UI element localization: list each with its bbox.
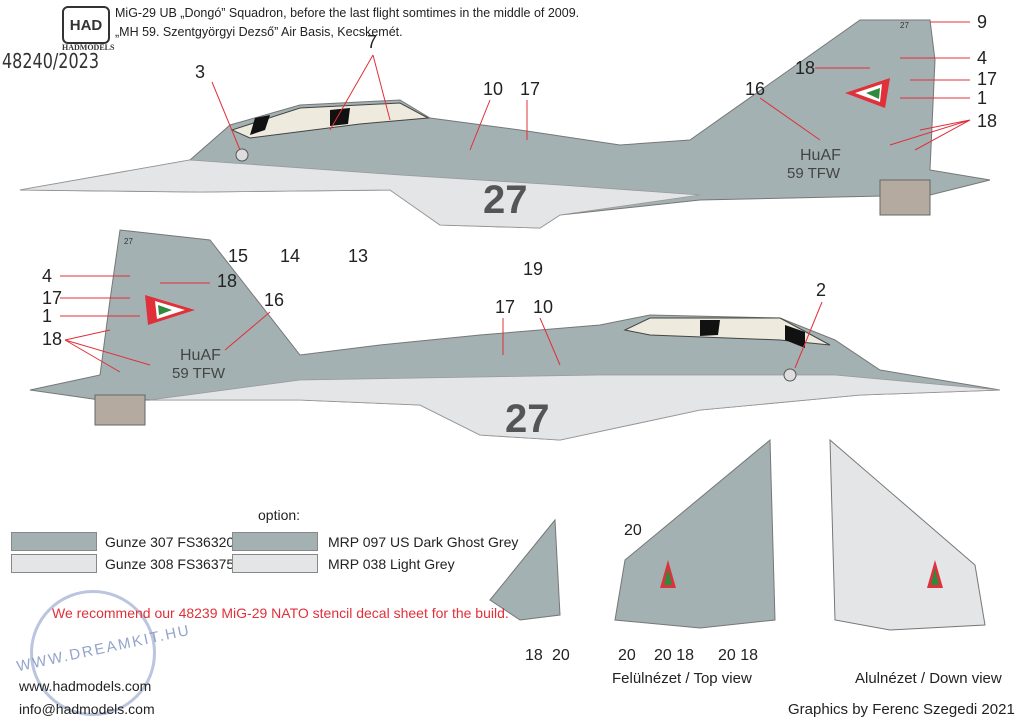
top-view-callout-20-18b: 20 18 [718, 647, 758, 664]
top-view-caption: Felülnézet / Top view [612, 670, 752, 687]
paint-mrp-097: MRP 097 US Dark Ghost Grey [328, 534, 519, 550]
top-unit-line-1: HuAF [800, 147, 841, 164]
callout-14: 14 [280, 246, 300, 266]
website-link[interactable]: www.hadmodels.com [19, 678, 152, 694]
swatch-mrp-097 [232, 532, 318, 551]
callout-3: 3 [195, 62, 205, 82]
callout-1-bottom: 1 [42, 306, 52, 326]
description-line-1: MiG-29 UB „Dongó” Squadron, before the l… [115, 6, 580, 20]
bottom-fin-number: 27 [124, 237, 133, 246]
callout-13: 13 [348, 246, 368, 266]
callout-2-bottom: 2 [816, 280, 826, 300]
swatch-gunze-307 [11, 532, 97, 551]
top-profile-aircraft: 27 27 HuAF 59 TFW 3 7 10 17 16 9 4 18 17… [19, 12, 997, 279]
bottom-unit-line-1: HuAF [180, 347, 221, 364]
bottom-tail-number: 27 [505, 397, 550, 441]
top-view-callout-20: 20 [624, 522, 642, 539]
bottom-profile-aircraft: 27 27 HuAF 59 TFW 4 18 17 1 18 16 17 10 … [29, 229, 1001, 441]
fin-view: 18 20 [489, 518, 570, 664]
brand-name: HADMODELS [62, 43, 115, 52]
callout-1: 1 [977, 88, 987, 108]
fin-callout-18: 18 [525, 647, 543, 664]
callout-17: 17 [520, 79, 540, 99]
top-unit-line-2: 59 TFW [787, 165, 841, 182]
callout-17-bottom: 17 [42, 288, 62, 308]
graphics-credit: Graphics by Ferenc Szegedi 2021 [788, 701, 1015, 718]
down-view-caption: Alulnézet / Down view [855, 670, 1002, 687]
product-code: 48240/2023 [2, 49, 100, 73]
callout-4: 4 [977, 48, 987, 68]
down-view-wing [829, 438, 986, 631]
callout-10-bottom: 10 [533, 297, 553, 317]
recommendation-text: We recommend our 48239 MiG-29 NATO stenc… [52, 605, 509, 621]
callout-18b-bottom: 18 [42, 329, 62, 349]
top-tail-number: 27 [483, 178, 528, 222]
swatch-gunze-308 [11, 554, 97, 573]
bottom-unit-line-2: 59 TFW [172, 365, 226, 382]
callout-7: 7 [367, 32, 377, 52]
top-view-callout-20-18: 20 18 [654, 647, 694, 664]
callout-18-bottom: 18 [217, 271, 237, 291]
paint-mrp-038: MRP 038 Light Grey [328, 556, 455, 572]
hadmodels-logo: HAD [62, 6, 110, 44]
callout-19: 19 [523, 259, 543, 279]
paint-gunze-308: Gunze 308 FS36375 [105, 556, 235, 572]
top-view-wing: 20 20 20 18 20 18 [614, 438, 776, 664]
callout-9: 9 [977, 12, 987, 32]
top-fin-number: 27 [900, 21, 909, 30]
callout-10: 10 [483, 79, 503, 99]
fin-callout-20: 20 [552, 647, 570, 664]
option-label: option: [258, 507, 301, 523]
callout-18: 18 [795, 58, 815, 78]
top-view-callout-20b: 20 [618, 647, 636, 664]
swatch-mrp-038 [232, 554, 318, 573]
paint-gunze-307: Gunze 307 FS36320 [105, 534, 235, 550]
description-line-2: „MH 59. Szentgyörgyi Dezső” Air Basis, K… [115, 25, 403, 39]
callout-4-bottom: 4 [42, 266, 52, 286]
callout-17b: 17 [977, 69, 997, 89]
callout-16: 16 [745, 79, 765, 99]
callout-17c-bottom: 17 [495, 297, 515, 317]
callout-18b: 18 [977, 111, 997, 131]
dreamkit-watermark-ring [30, 590, 156, 716]
email-link[interactable]: info@hadmodels.com [19, 701, 155, 717]
callout-16-bottom: 16 [264, 290, 284, 310]
callout-15: 15 [228, 246, 248, 266]
